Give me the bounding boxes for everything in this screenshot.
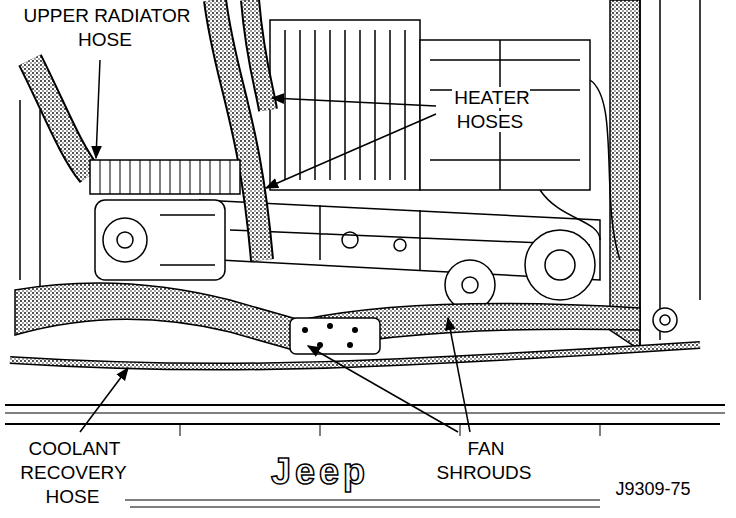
part-label: FAN SHROUDS [436, 438, 533, 483]
part-label-box: COOLANT RECOVERY HOSE [6, 437, 141, 509]
front-panel [5, 345, 725, 507]
heater-hose-drawing [215, 0, 268, 260]
part-label: HEATER HOSES [452, 87, 530, 132]
part-label: COOLANT RECOVERY HOSE [20, 438, 126, 507]
part-label: UPPER RADIATOR HOSE [21, 5, 190, 50]
leader-lines [80, 60, 470, 432]
part-label-box: HEATER HOSES [436, 86, 546, 134]
figure-number-box: J9309-75 [598, 478, 708, 500]
grille-logo: Jeep [269, 451, 371, 492]
part-label-box: FAN SHROUDS [425, 437, 545, 485]
upper-radiator-hose-drawing [30, 60, 240, 194]
figure-number: J9309-75 [613, 479, 692, 499]
part-label-box: UPPER RADIATOR HOSE [6, 4, 206, 52]
fan-shroud-drawing [15, 283, 640, 354]
grille-logo-box: Jeep [250, 452, 390, 492]
